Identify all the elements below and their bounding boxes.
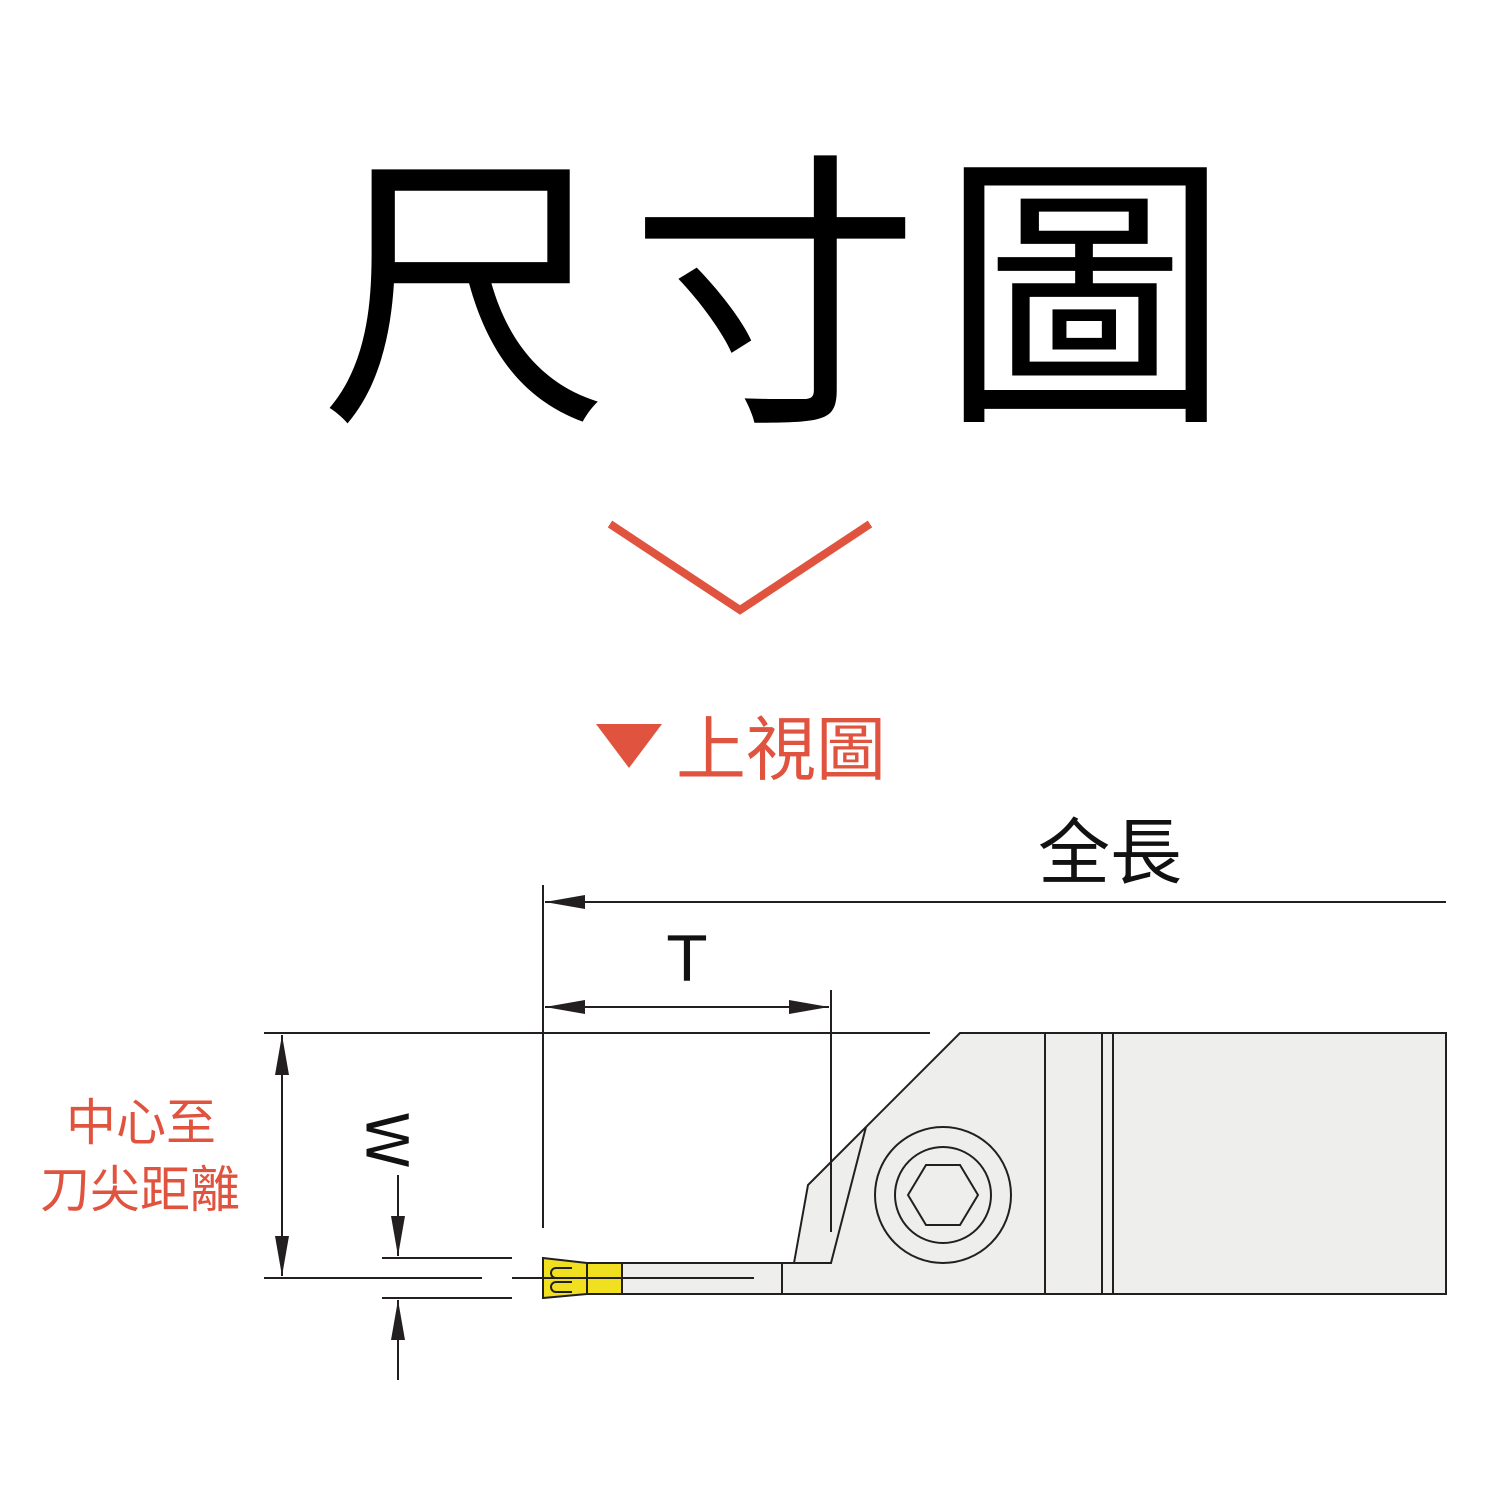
page-title: 尺寸圖 [320,131,1250,468]
clamp-screw-icon [874,1126,1012,1264]
triangle-marker-icon [596,724,662,768]
center-to-tip-label-line2: 刀尖距離 [40,1161,240,1219]
overall-length-label: 全長 [1038,811,1183,895]
w-dimension-label: W [352,1111,421,1169]
section-title: 上視圖 [676,709,886,791]
t-dimension-label: T [668,923,706,996]
down-chevron-icon [607,520,873,615]
center-to-tip-label-line1: 中心至 [66,1094,216,1152]
